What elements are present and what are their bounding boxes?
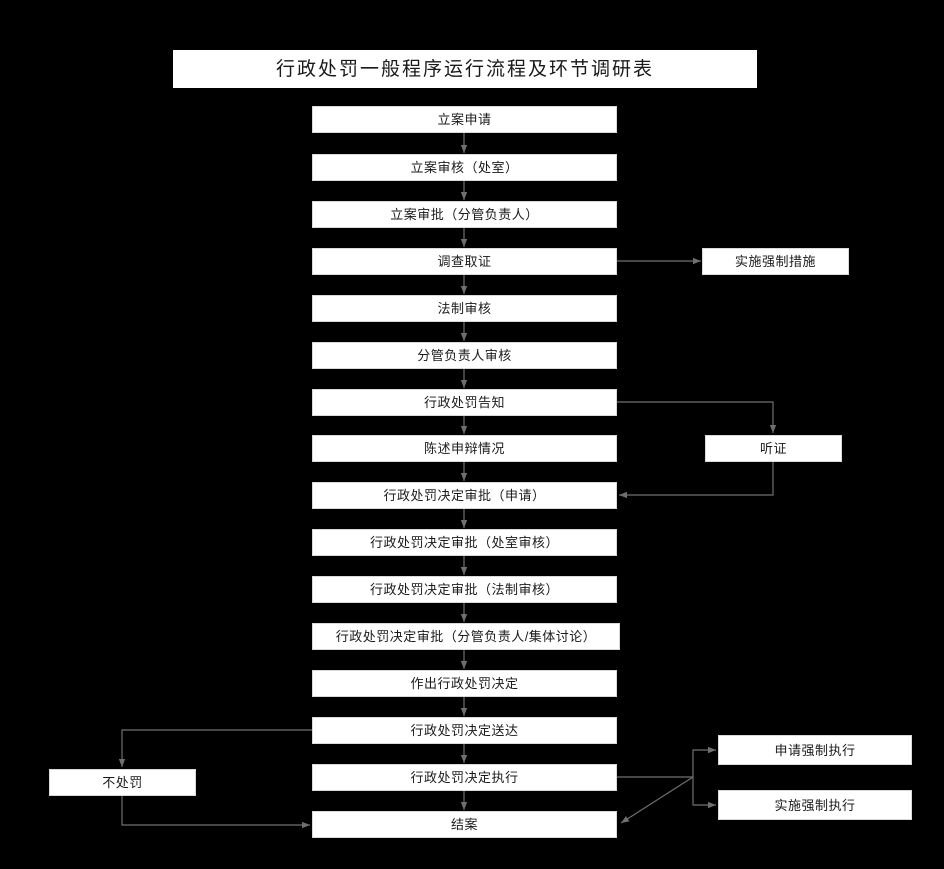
edge-n14-b3 xyxy=(118,729,312,767)
flow-node-fenguan-shenhe[interactable]: 分管负责人审核 xyxy=(312,342,617,369)
flow-node-diaocha-quzheng[interactable]: 调查取证 xyxy=(312,248,617,275)
flow-node-jueding-shenpi-shenqing[interactable]: 行政处罚决定审批（申请） xyxy=(312,482,617,509)
branch-node-shishi-qiangzhi-zhixing[interactable]: 实施强制执行 xyxy=(718,790,912,820)
flow-node-chenshu-shenbian[interactable]: 陈述申辩情况 xyxy=(312,435,617,462)
branch-node-shenqing-qiangzhi-zhixing[interactable]: 申请强制执行 xyxy=(718,735,912,765)
flow-node-fazhi-shenhe[interactable]: 法制审核 xyxy=(312,295,617,322)
flow-node-lian-shenqing[interactable]: 立案申请 xyxy=(312,106,617,133)
flow-node-jueding-shenpi-jiti[interactable]: 行政处罚决定审批（分管负责人/集体讨论） xyxy=(312,623,620,650)
flow-node-jueding-shenpi-fazhi[interactable]: 行政处罚决定审批（法制审核） xyxy=(312,576,617,603)
branch-node-shishi-qiangzhi-cuoshi[interactable]: 实施强制措施 xyxy=(702,248,849,275)
branch-node-bu-chufa[interactable]: 不处罚 xyxy=(49,769,196,796)
edge-junction-n16 xyxy=(620,776,694,824)
flow-node-jiean[interactable]: 结案 xyxy=(312,811,617,838)
flow-node-lian-shenpi[interactable]: 立案审批（分管负责人） xyxy=(312,201,617,228)
edge-junction-b4 xyxy=(692,746,716,777)
branch-node-tingzheng[interactable]: 听证 xyxy=(705,435,842,462)
flow-node-lian-shenhe[interactable]: 立案审核（处室） xyxy=(312,154,617,181)
edge-n7-b2 xyxy=(617,401,777,433)
flow-node-chufa-gaozhi[interactable]: 行政处罚告知 xyxy=(312,389,617,416)
edge-junction-b5 xyxy=(692,777,716,809)
flow-node-jueding-shenpi-chushi[interactable]: 行政处罚决定审批（处室审核） xyxy=(312,529,617,556)
flow-node-jueding-zhixing[interactable]: 行政处罚决定执行 xyxy=(312,764,617,791)
page-title: 行政处罚一般程序运行流程及环节调研表 xyxy=(173,50,757,88)
edge-b2-n9 xyxy=(619,462,774,499)
flow-node-jueding-songda[interactable]: 行政处罚决定送达 xyxy=(312,717,617,744)
flow-node-zuochu-jueding[interactable]: 作出行政处罚决定 xyxy=(312,670,617,697)
edge-b3-n16 xyxy=(121,796,310,829)
